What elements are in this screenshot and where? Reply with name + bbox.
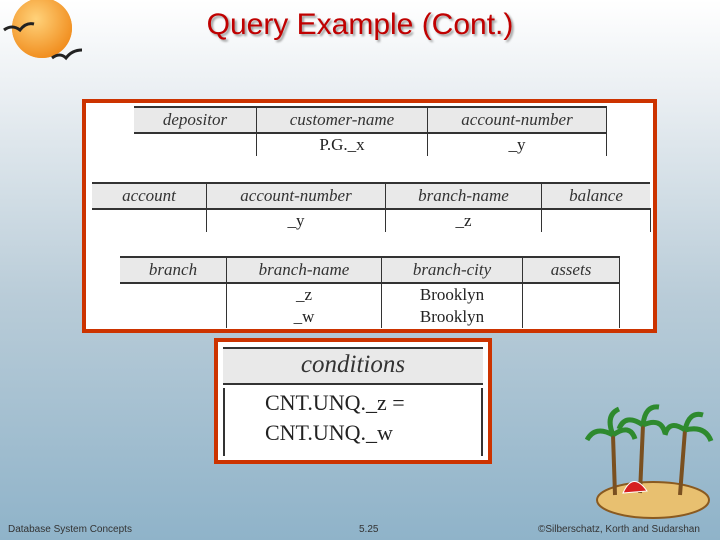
account-cell-number: _y <box>206 209 386 232</box>
conditions-header: conditions <box>223 347 483 385</box>
header-account-number: account-number <box>206 182 386 210</box>
account-cell-empty <box>92 209 207 232</box>
condition-line: CNT.UNQ._w <box>265 420 393 445</box>
header-branch-city: branch-city <box>381 256 523 284</box>
branch-cell-name: _z <box>226 283 382 306</box>
header-account-number: account-number <box>427 106 607 134</box>
account-table-name: account <box>92 182 207 210</box>
depositor-cell-customer: P.G._x <box>256 133 428 156</box>
branch-table: branch branch-name branch-city assets _z… <box>120 256 620 328</box>
conditions-body: CNT.UNQ._z = CNT.UNQ._w <box>223 388 483 456</box>
slide-title: Query Example (Cont.) <box>206 8 514 41</box>
branch-cell-name: _w <box>226 306 382 328</box>
account-table: account account-number branch-name balan… <box>92 182 651 232</box>
query-tables-panel: depositor customer-name account-number P… <box>82 99 657 333</box>
account-cell-branch: _z <box>385 209 542 232</box>
branch-cell-assets <box>522 306 620 328</box>
conditions-box: conditions CNT.UNQ._z = CNT.UNQ._w <box>214 338 492 464</box>
depositor-table: depositor customer-name account-number P… <box>134 106 607 156</box>
branch-cell-empty <box>120 306 227 328</box>
depositor-cell-account: _y <box>427 133 607 156</box>
depositor-table-name: depositor <box>134 106 257 134</box>
header-branch-name: branch-name <box>385 182 542 210</box>
footer-book-title: Database System Concepts <box>8 524 132 535</box>
depositor-cell-empty <box>134 133 257 156</box>
condition-line: CNT.UNQ._z = <box>265 390 405 415</box>
footer-copyright: ©Silberschatz, Korth and Sudarshan <box>538 524 700 535</box>
branch-cell-city: Brooklyn <box>381 306 523 328</box>
branch-table-name: branch <box>120 256 227 284</box>
sun-birds-logo <box>3 0 83 61</box>
branch-cell-empty <box>120 283 227 306</box>
palm-island-clipart <box>585 404 714 519</box>
branch-cell-assets <box>522 283 620 306</box>
header-customer-name: customer-name <box>256 106 428 134</box>
header-assets: assets <box>522 256 620 284</box>
header-branch-name: branch-name <box>226 256 382 284</box>
header-balance: balance <box>541 182 650 210</box>
account-cell-balance <box>541 209 651 232</box>
footer-page-number: 5.25 <box>359 524 379 535</box>
branch-cell-city: Brooklyn <box>381 283 523 306</box>
